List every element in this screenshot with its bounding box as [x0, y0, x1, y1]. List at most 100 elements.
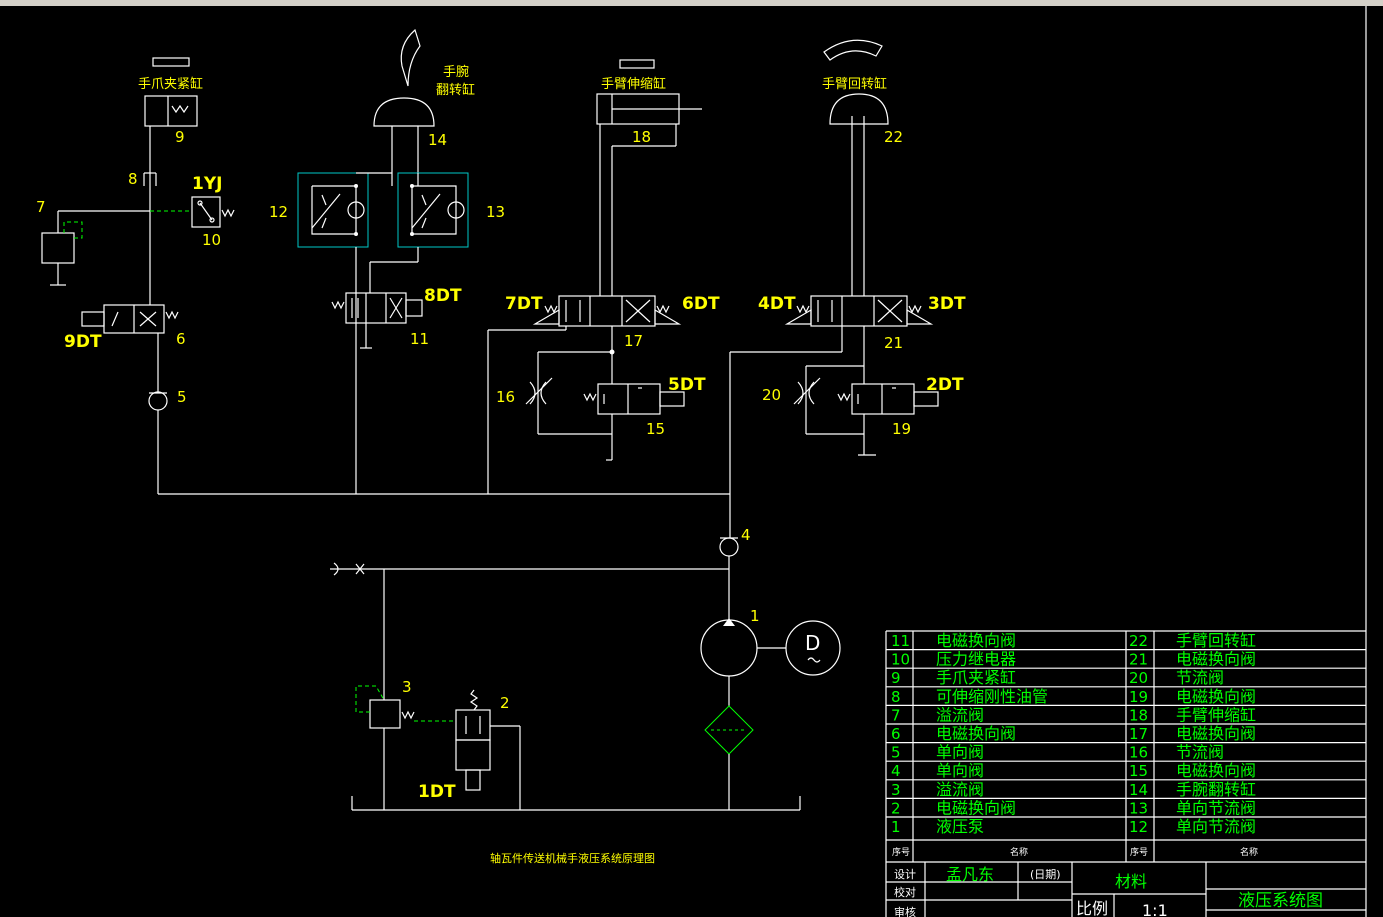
num-12: 12 [269, 203, 288, 221]
flex-hose-8 [143, 172, 157, 186]
num-14: 14 [428, 131, 447, 149]
relief-valve-3 [355, 685, 415, 810]
parts-row-left-no: 7 [891, 706, 901, 724]
window-top-edge [0, 0, 1383, 6]
pressure-switch-10 [191, 196, 235, 228]
label-1yj: 1YJ [192, 174, 222, 194]
label-7dt: 7DT [505, 294, 543, 314]
parts-row-left-no: 8 [891, 688, 901, 706]
parts-row-right-no: 13 [1129, 799, 1148, 817]
check-throttle-valve-12 [297, 172, 369, 248]
num-22: 22 [884, 128, 903, 146]
review-label: 审核 [894, 905, 916, 917]
label-wrist-2: 翻转缸 [436, 82, 475, 98]
label-arm-rotation: 手臂回转缸 [822, 76, 887, 92]
num-7: 7 [36, 198, 46, 216]
directional-valve-2 [455, 689, 521, 810]
num-18: 18 [632, 128, 651, 146]
parts-row-right-name: 电磁换向阀 [1176, 761, 1256, 780]
header-seq-left: 序号 [892, 846, 910, 858]
parts-row-right-no: 16 [1129, 744, 1148, 762]
num-13: 13 [486, 203, 505, 221]
header-name-left: 名称 [1010, 846, 1028, 858]
parts-row-left-no: 10 [891, 651, 910, 669]
parts-row-left-no: 9 [891, 669, 901, 687]
num-3: 3 [402, 678, 412, 696]
date-label: (日期) [1030, 868, 1061, 881]
parts-row-left-name: 可伸缩刚性油管 [936, 687, 1048, 706]
num-19: 19 [892, 420, 911, 438]
parts-row-left-name: 液压泵 [936, 817, 984, 836]
parts-row-left-no: 3 [891, 781, 901, 799]
num-15: 15 [646, 420, 665, 438]
hydraulic-pump-1 [700, 618, 786, 677]
num-8: 8 [128, 170, 138, 188]
parts-row-right-no: 21 [1129, 651, 1148, 669]
label-3dt: 3DT [928, 294, 966, 314]
parts-row-right-name: 电磁换向阀 [1176, 724, 1256, 743]
directional-valve-17 [532, 295, 682, 327]
scale-value: 1:1 [1142, 901, 1168, 917]
parts-row-left-no: 5 [891, 744, 901, 762]
parts-row-right-name: 手臂回转缸 [1176, 631, 1256, 650]
throttle-valve-20 [793, 377, 821, 405]
parts-row-right-name: 节流阀 [1176, 743, 1224, 762]
directional-valve-15 [583, 383, 685, 415]
label-arm-extension: 手臂伸缩缸 [601, 76, 666, 92]
num-2: 2 [500, 694, 510, 712]
parts-row-right-name: 手腕翻转缸 [1176, 780, 1256, 799]
parts-row-right-no: 20 [1129, 669, 1148, 687]
parts-row-left-no: 6 [891, 725, 901, 743]
parts-row-right-no: 22 [1129, 632, 1148, 650]
scale-label: 比例 [1076, 899, 1108, 917]
parts-row-left-name: 电磁换向阀 [936, 631, 1016, 650]
label-claw-cylinder: 手爪夹紧缸 [138, 76, 203, 92]
parts-row-left-name: 电磁换向阀 [936, 724, 1016, 743]
throttle-valve-16 [525, 377, 553, 405]
parts-row-left-name: 单向阀 [936, 761, 984, 780]
arm-extension-cylinder-18 [596, 59, 702, 296]
num-21: 21 [884, 334, 903, 352]
designer-name: 孟凡东 [946, 865, 994, 884]
num-6: 6 [176, 330, 186, 348]
motor-label: D [805, 631, 820, 655]
directional-valve-21 [784, 295, 934, 327]
num-9: 9 [175, 128, 185, 146]
parts-row-right-no: 15 [1129, 762, 1148, 780]
relief-valve-7 [41, 221, 83, 286]
parts-row-left-no: 2 [891, 799, 901, 817]
num-11: 11 [410, 330, 429, 348]
directional-valve-19 [837, 383, 939, 415]
filter [704, 705, 754, 755]
parts-row-left-no: 1 [891, 818, 901, 836]
drawing-title: 液压系统图 [1238, 891, 1323, 911]
parts-row-right-name: 单向节流阀 [1176, 817, 1256, 836]
parts-row-left-name: 压力继电器 [936, 650, 1016, 669]
directional-valve-6 [81, 304, 179, 334]
num-5: 5 [177, 388, 187, 406]
label-wrist-1: 手腕 [443, 64, 469, 80]
motor-d: D [785, 620, 841, 676]
wrist-cylinder-14 [373, 28, 435, 173]
check-label: 校对 [894, 885, 916, 899]
parts-row-right-name: 手臂伸缩缸 [1176, 705, 1256, 724]
num-4: 4 [741, 526, 751, 544]
num-20: 20 [762, 386, 781, 404]
num-16: 16 [496, 388, 515, 406]
check-valve-5 [148, 391, 168, 411]
arm-rotation-cylinder-22 [823, 39, 889, 296]
claw-cylinder-9 [144, 57, 198, 127]
parts-row-right-name: 单向节流阀 [1176, 798, 1256, 817]
check-valve-4 [719, 537, 739, 557]
parts-row-right-no: 18 [1129, 706, 1148, 724]
parts-row-left-no: 11 [891, 632, 910, 650]
num-17: 17 [624, 332, 643, 350]
header-seq-right: 序号 [1130, 846, 1148, 858]
parts-row-left-name: 溢流阀 [936, 705, 984, 724]
parts-row-right-name: 电磁换向阀 [1176, 687, 1256, 706]
parts-row-right-no: 17 [1129, 725, 1148, 743]
label-4dt: 4DT [758, 294, 796, 314]
parts-row-left-no: 4 [891, 762, 901, 780]
check-throttle-valve-13 [397, 172, 469, 248]
